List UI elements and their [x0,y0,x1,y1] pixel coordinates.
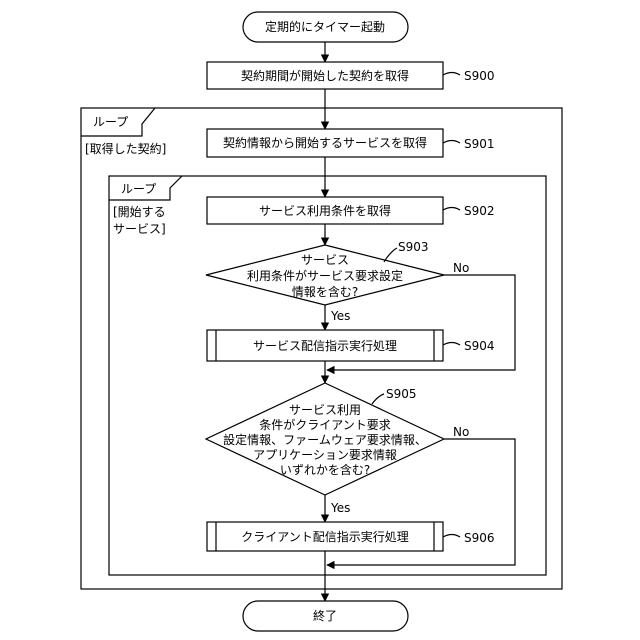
step-s901-id: S901 [464,137,495,151]
inner-loop-frame [109,176,546,575]
step-s900: 契約期間が開始した契約を取得 S900 [207,62,495,89]
step-s902-id: S902 [464,204,495,218]
decision-s903-line-2: 利用条件がサービス要求設定 [247,268,403,283]
end-label: 終了 [313,608,337,623]
start-label: 定期的にタイマー起動 [265,19,385,34]
outer-loop-tab-label: ループ [93,115,128,129]
decision-s903-id: S903 [398,240,429,254]
inner-loop-condition-line-1: [開始する [113,205,166,219]
step-s900-label: 契約期間が開始した契約を取得 [241,68,409,83]
decision-s905-line-2: 条件がクライアント要求 [259,417,391,432]
decision-s905-line-5: いずれかを含む? [280,462,370,477]
step-s900-id: S900 [464,69,495,83]
decision-s905-no: No [453,425,469,439]
step-s901-label: 契約情報から開始するサービスを取得 [223,135,427,150]
step-s904-label: サービス配信指示実行処理 [253,338,397,353]
decision-s905-line-4: アプリケーション要求情報 [253,448,397,462]
decision-s903-line-3: 情報を含む? [292,284,358,299]
outer-loop-condition: [取得した契約] [85,141,166,156]
start-terminal: 定期的にタイマー起動 [243,12,408,42]
decision-s905-id: S905 [386,387,417,401]
step-s904-id: S904 [464,339,495,353]
step-s906-label: クライアント配信指示実行処理 [241,529,409,544]
inner-loop-condition-line-2: サービス] [113,222,166,236]
decision-s905-line-1: サービス利用 [289,403,361,417]
decision-s903-no: No [453,261,469,275]
inner-loop-tab-label: ループ [121,182,156,196]
decision-s905-line-3: 設定情報、ファームウェア要求情報、 [223,432,427,447]
decision-s905-yes: Yes [330,501,350,515]
step-s902-label: サービス利用条件を取得 [259,203,391,218]
decision-s903-yes: Yes [330,309,350,323]
end-terminal: 終了 [243,601,408,631]
inner-loop: ループ [開始する サービス] [109,176,546,575]
decision-s903-line-1: サービス [301,253,349,267]
step-s906-id: S906 [464,531,495,545]
